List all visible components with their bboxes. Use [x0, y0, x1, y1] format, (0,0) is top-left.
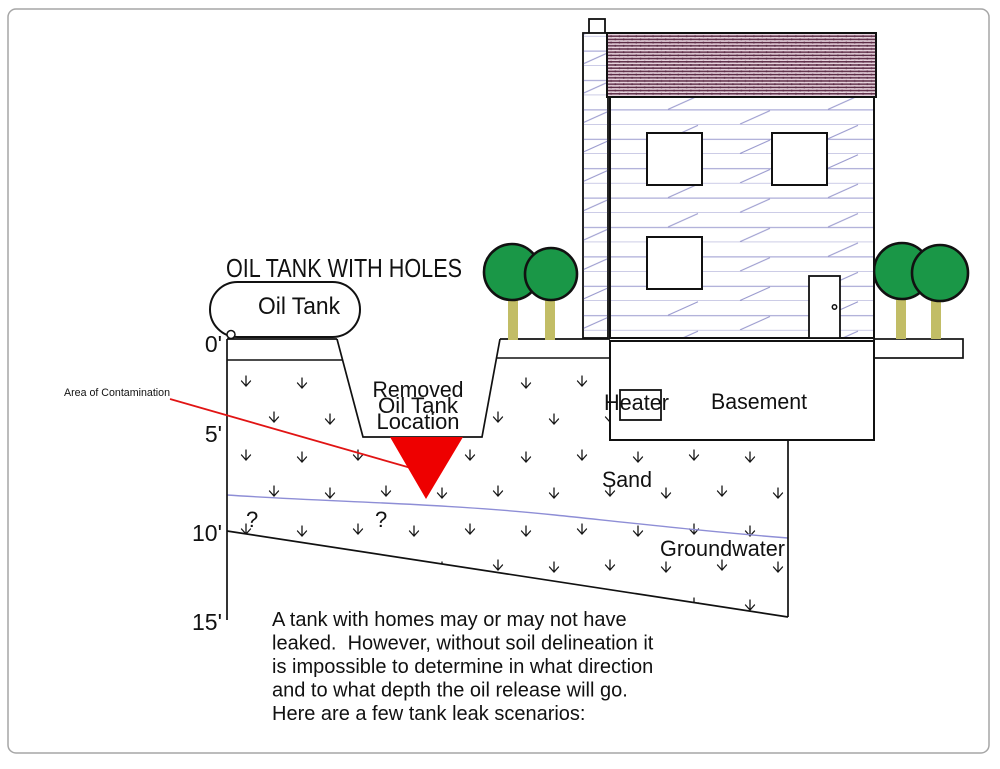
tank-hole-icon: [226, 329, 236, 340]
caption-line-4: and to what depth the oil release will g…: [272, 680, 628, 702]
excavation-label-line2: Oil Tank: [378, 393, 459, 418]
depth-scale: 0' 5' 10' 15': [192, 331, 222, 635]
door-knob: [831, 304, 838, 310]
window-upper-left: [646, 132, 703, 186]
groundwater-line: [226, 494, 789, 539]
heater-label: Heater: [604, 390, 669, 415]
depth-label-0: 0': [205, 331, 222, 357]
door: [808, 275, 841, 339]
diagram-title: OIL TANK WITH HOLES: [226, 253, 462, 283]
excavation-label-line1: Removed: [373, 377, 464, 402]
sidewalk-right: [873, 338, 964, 359]
tree-canopy: [910, 243, 970, 303]
contamination-triangle: [390, 437, 463, 499]
tree-trunk: [508, 294, 518, 340]
depth-label-15: 15': [192, 609, 222, 635]
excavation-label: Removed Oil Tank Location: [373, 377, 464, 434]
caption-paragraph: A tank with homes may or may not have le…: [272, 609, 654, 725]
caption-line-3: is impossible to determine in what direc…: [272, 656, 653, 678]
tree-trunk: [545, 295, 555, 340]
question-mark-right: ?: [375, 507, 387, 532]
question-mark-left: ?: [246, 507, 258, 532]
tree-cluster-left: [482, 242, 579, 340]
tree-canopy: [523, 246, 579, 302]
window-upper-right: [771, 132, 828, 186]
oil-tank-shape: [209, 281, 361, 338]
tree-cluster-right: [872, 241, 970, 339]
caption-line-5: Here are a few tank leak scenarios:: [272, 703, 586, 725]
chimney-siding: [582, 32, 609, 339]
sand-label: Sand: [602, 467, 652, 492]
house: [582, 18, 877, 339]
oil-tank: Oil Tank: [209, 281, 361, 340]
excavation-label-line3: Location: [377, 409, 460, 434]
heater-box: [619, 389, 662, 421]
caption-line-2: leaked. However, without soil delineatio…: [272, 633, 654, 655]
chimney-cap: [588, 18, 606, 35]
tree-trunk: [931, 292, 941, 339]
contamination-label: Area of Contamination: [64, 387, 170, 399]
caption-line-1: A tank with homes may or may not have: [272, 609, 627, 631]
soil-bottom-slope: [226, 530, 789, 618]
oil-tank-label: Oil Tank: [258, 293, 341, 320]
window-lower-left: [646, 236, 703, 290]
depth-label-10: 10': [192, 520, 222, 546]
contamination-leader-line: [169, 398, 426, 473]
depth-label-5: 5': [205, 421, 222, 447]
frame-border: [7, 8, 990, 754]
basement-label: Basement: [711, 389, 807, 414]
house-roof: [606, 32, 877, 98]
tree-trunk: [896, 294, 906, 339]
groundwater-label: Groundwater: [660, 536, 785, 561]
